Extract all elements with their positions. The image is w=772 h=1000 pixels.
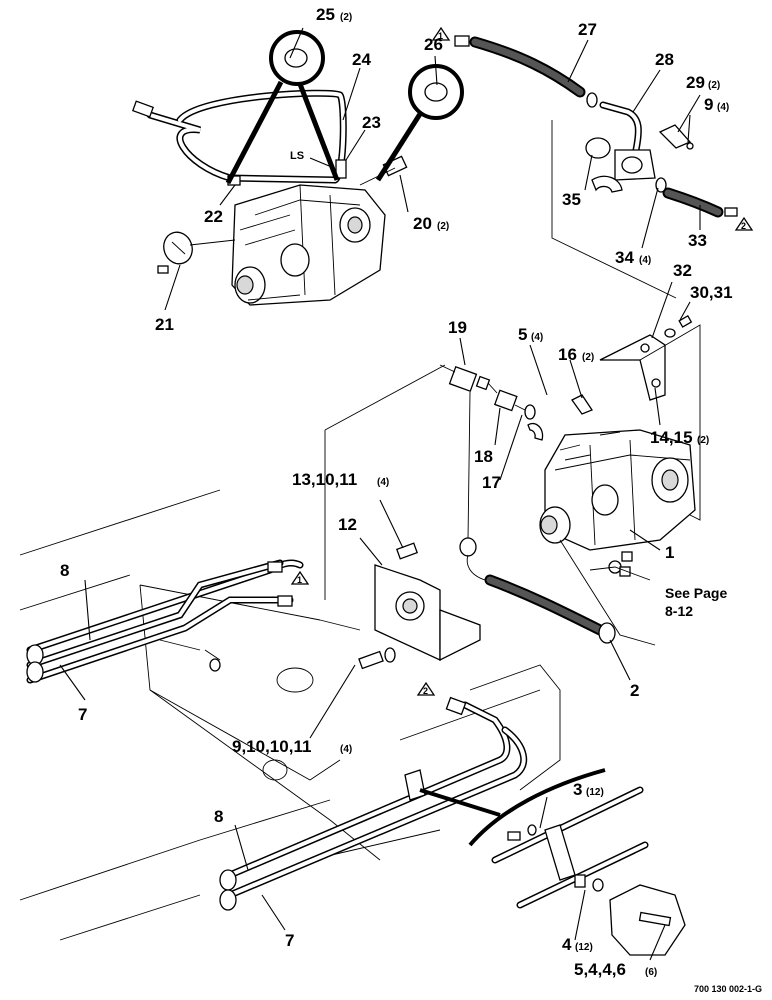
callout-20: 20 [413, 214, 432, 233]
callout-9-top-qty: (4) [717, 102, 729, 113]
callout-3: 3 [573, 780, 582, 799]
callout-9-top: 9 [704, 95, 713, 114]
callout-8-top: 8 [60, 561, 69, 580]
callout-5-4-4-6-qty: (6) [645, 967, 657, 978]
svg-text:1: 1 [297, 575, 302, 585]
detail-circle-oring-26 [375, 64, 464, 182]
callout-26: 26 [424, 35, 443, 54]
callout-14-15: 14,15 [650, 428, 693, 447]
callout-16-qty: (2) [582, 352, 594, 363]
callout-5: 5 [518, 325, 527, 344]
callout-labels: 25 (2) 26 24 23 LS 22 20 (2) 21 27 28 29… [60, 5, 762, 994]
svg-text:2: 2 [423, 686, 428, 696]
warning-triangle-3: 1 [290, 570, 310, 585]
callout-29: 29 [686, 73, 705, 92]
callout-28: 28 [655, 50, 674, 69]
frame-and-tubes [19, 489, 561, 941]
upper-pump-assembly [131, 89, 408, 306]
callout-32: 32 [673, 261, 692, 280]
callout-7-bottom: 7 [285, 931, 294, 950]
callout-33: 33 [688, 231, 707, 250]
main-pump-1 [527, 315, 701, 581]
svg-text:2: 2 [741, 221, 746, 231]
warning-triangle-2: 2 [734, 216, 754, 231]
callout-20-qty: (2) [437, 221, 449, 232]
see-page-line2: 8-12 [665, 603, 693, 619]
clamp-detail-view [419, 768, 686, 956]
see-page-line1: See Page [665, 585, 727, 601]
hose-2 [459, 537, 656, 646]
callout-3-qty: (12) [586, 787, 604, 798]
mount-bracket-12 [324, 364, 481, 662]
callout-22: 22 [204, 207, 223, 226]
callout-24: 24 [352, 50, 371, 69]
callout-1: 1 [665, 543, 674, 562]
callout-30-31: 30,31 [690, 283, 733, 302]
callout-18: 18 [474, 447, 493, 466]
callout-25: 25 [316, 5, 335, 24]
callout-4: 4 [562, 935, 572, 954]
callout-17: 17 [482, 473, 501, 492]
callout-13-10-11: 13,10,11 [292, 470, 357, 489]
callout-21: 21 [155, 315, 174, 334]
label-ls: LS [290, 150, 304, 162]
callout-12: 12 [338, 515, 357, 534]
callout-35: 35 [562, 190, 581, 209]
svg-text:1: 1 [438, 31, 443, 41]
callout-23: 23 [362, 113, 381, 132]
callout-7-top: 7 [78, 705, 87, 724]
callout-16: 16 [558, 345, 577, 364]
callout-8-bottom: 8 [214, 807, 223, 826]
callout-34: 34 [615, 248, 634, 267]
detail-circle-oring-25 [225, 30, 340, 185]
callout-5-4-4-6: 5,4,4,6 [574, 960, 626, 979]
callout-13-10-11-qty: (4) [377, 477, 389, 488]
suction-assembly [454, 35, 738, 299]
leader-lines [59, 27, 701, 961]
drawing-code: 700 130 002-1-G [694, 984, 762, 994]
callout-34-qty: (4) [639, 255, 651, 266]
callout-9-10-10-11-qty: (4) [340, 744, 352, 755]
callout-19: 19 [448, 318, 467, 337]
warning-triangle-4: 2 [416, 681, 436, 696]
callout-5-qty: (4) [531, 332, 543, 343]
callout-9-10-10-11: 9,10,10,11 [232, 737, 311, 756]
callout-14-15-qty: (2) [697, 435, 709, 446]
warning-triangle-1: 1 [431, 26, 451, 41]
callout-27: 27 [578, 20, 597, 39]
callout-2: 2 [630, 681, 639, 700]
callout-4-qty: (12) [575, 942, 593, 953]
callout-29-qty: (2) [708, 80, 720, 91]
callout-25-qty: (2) [340, 12, 352, 23]
